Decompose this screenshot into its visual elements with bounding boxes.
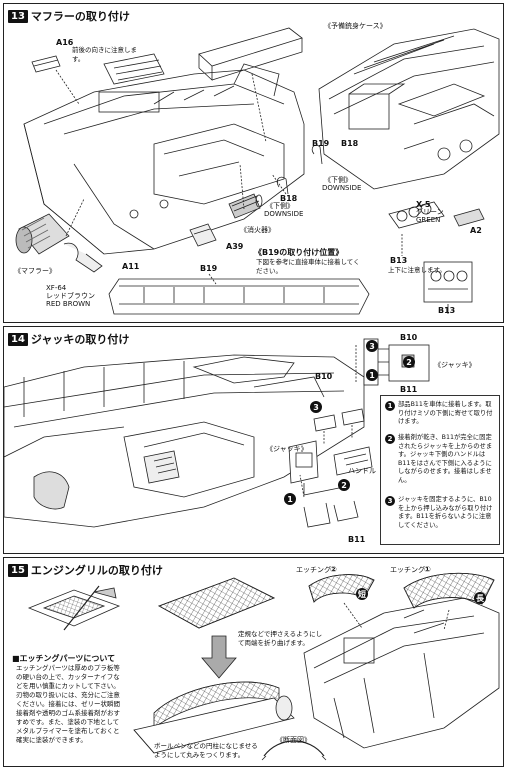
- label-b18-low: B18: [280, 194, 298, 203]
- label-handle: ハンドル: [348, 467, 376, 475]
- label-xf64-jp: レッドブラウン: [46, 292, 95, 300]
- tag-short: 短: [356, 588, 368, 600]
- label-b18: B18: [341, 139, 359, 148]
- label-etching-1-num: ①: [424, 565, 431, 574]
- step-marker-3: 3: [366, 340, 378, 352]
- label-b19-small: B19: [200, 264, 218, 273]
- section-14-drawing: [4, 338, 430, 528]
- label-xf64: XF-64: [46, 284, 67, 292]
- label-downside-en: DOWNSIDE: [322, 184, 362, 192]
- section-14-heading: 14 ジャッキの取り付け: [8, 331, 129, 347]
- note-a16: 前後の向きに注意します。: [72, 46, 137, 63]
- label-b19-position-title: 《B19の取り付け位置》: [254, 248, 344, 257]
- label-b13: B13: [390, 256, 408, 265]
- step-marker-2: 2: [403, 356, 415, 368]
- label-muffler: 《マフラー》: [14, 267, 56, 275]
- section-title: マフラーの取り付け: [30, 10, 130, 23]
- label-b11: B11: [348, 535, 366, 544]
- section-13-drawing: [15, 27, 500, 315]
- note-text: ジャッキを固定するように、B10を上から押し込みながら取り付けます。B11を折ら…: [398, 496, 493, 529]
- note-number: 3: [385, 496, 395, 506]
- section-15-heading: 15 エンジングリルの取り付け: [8, 562, 163, 578]
- section-title: ジャッキの取り付け: [30, 333, 130, 346]
- section-15-drawing: [27, 572, 500, 761]
- note-text: 部品B11を車体に接着します。取り付けミゾの下側に寄せて取り付けます。: [398, 401, 493, 425]
- instruction-notes-box: 1 部品B11を車体に接着します。取り付けミゾの下側に寄せて取り付けます。 2 …: [380, 395, 500, 545]
- instruction-note-3: 3 ジャッキを固定するように、B10を上から押し込みながら取り付けます。B11を…: [385, 496, 495, 530]
- step-marker-1: 1: [366, 369, 378, 381]
- step-marker-2-b: 2: [338, 479, 350, 491]
- section-13-heading: 13 マフラーの取り付け: [8, 8, 130, 24]
- label-etching-1: エッチング: [390, 566, 425, 574]
- section-14: 14 ジャッキの取り付け: [3, 326, 504, 554]
- note-fold: 定規などで押さえるようにして両端を折り曲げます。: [238, 630, 323, 647]
- step-marker-1-b: 1: [284, 493, 296, 505]
- label-b10: B10: [315, 372, 333, 381]
- label-spare-case: 《予備銃身ケース》: [324, 22, 387, 30]
- label-a16: A16: [56, 38, 74, 47]
- label-fire-extinguisher: 《消火器》: [240, 226, 275, 234]
- label-b19: B19: [312, 139, 330, 148]
- etching-parts-text: エッチングパーツは厚めのプラ板等の硬い台の上で、カッターナイフなどを用い慎重にカ…: [16, 664, 120, 744]
- section-13: 13 マフラーの取り付け: [3, 3, 504, 323]
- instruction-note-1: 1 部品B11を車体に接着します。取り付けミゾの下側に寄せて取り付けます。: [385, 401, 495, 427]
- note-number: 1: [385, 401, 395, 411]
- label-a39: A39: [226, 242, 244, 251]
- step-marker-3-b: 3: [310, 401, 322, 413]
- section-15: 15 エンジングリルの取り付け: [3, 557, 504, 767]
- label-etching-2: エッチング: [296, 566, 331, 574]
- section-title: エンジングリルの取り付け: [30, 564, 163, 577]
- step-number: 15: [8, 563, 28, 577]
- label-a11: A11: [122, 262, 140, 271]
- note-b19-position: 下図を参考に直接車体に接着してください。: [256, 258, 360, 275]
- label-b13-low: B13: [438, 306, 456, 315]
- note-round: ボールペンなどの円柱になじませるようにして丸みをつくります。: [154, 742, 258, 759]
- label-b11-top: B11: [400, 385, 418, 394]
- tag-long: 長: [474, 592, 486, 604]
- instruction-note-2: 2 接着剤が乾き、B11が完全に固定されたらジャッキを上からのせます。ジャッキ下…: [385, 434, 495, 485]
- step-number: 14: [8, 332, 28, 346]
- label-xf64-en: RED BROWN: [46, 300, 91, 308]
- label-x5-jp: グリーン: [416, 208, 444, 216]
- note-b13: 上下に注意します。: [388, 266, 446, 274]
- label-jack: 《ジャッキ》: [266, 445, 308, 453]
- label-downside: 《下側》: [324, 176, 352, 184]
- label-x5: X-5: [416, 200, 431, 209]
- label-section-view: 《断面図》: [276, 736, 311, 744]
- label-a2: A2: [470, 226, 482, 235]
- note-number: 2: [385, 434, 395, 444]
- etching-parts-title: ■エッチングパーツについて: [12, 654, 116, 663]
- label-jack-top: 《ジャッキ》: [434, 361, 476, 369]
- label-etching-2-num: ②: [330, 565, 337, 574]
- label-b10-top: B10: [400, 333, 418, 342]
- note-text: 接着剤が乾き、B11が完全に固定されたらジャッキを上からのせます。ジャッキ下側の…: [398, 434, 493, 484]
- label-downside-2: 《下側》: [266, 202, 294, 210]
- label-downside-en-2: DOWNSIDE: [264, 210, 304, 218]
- label-x5-en: GREEN: [416, 216, 441, 224]
- step-number: 13: [8, 9, 28, 23]
